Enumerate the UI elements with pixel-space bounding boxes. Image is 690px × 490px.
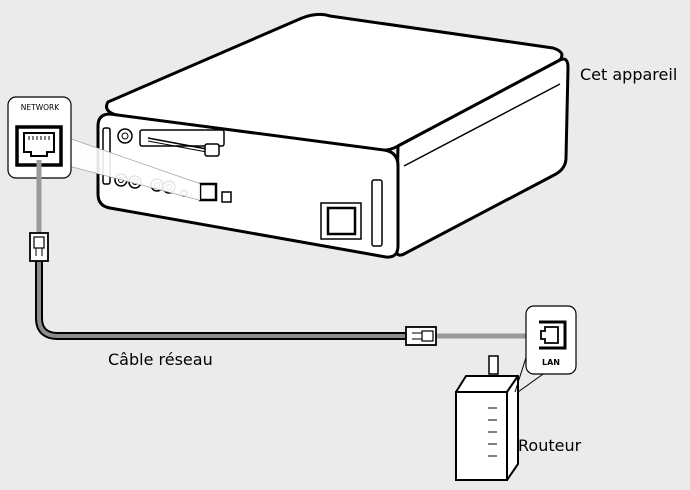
device-side-face [394, 57, 570, 257]
network-port-label: NETWORK [21, 103, 60, 112]
lan-socket-icon [539, 320, 567, 350]
rj45-plug-bottom-icon [405, 326, 437, 346]
front-square-button [320, 202, 362, 240]
front-slot-right [371, 179, 383, 247]
rj45-plug-top-icon [29, 232, 49, 262]
router [455, 355, 519, 481]
lan-port-label: LAN [542, 358, 560, 367]
network-cable [29, 160, 540, 346]
device-side-edge [403, 83, 561, 167]
router-vents [488, 407, 497, 457]
lan-callout: LAN [514, 305, 577, 393]
cable-label: Câble réseau [108, 350, 213, 369]
device-label: Cet appareil [580, 65, 677, 84]
device-unit [96, 12, 570, 259]
network-callout: NETWORK [7, 96, 201, 201]
router-antenna [488, 355, 499, 375]
device-small-port [221, 191, 232, 203]
antenna-connector [139, 129, 225, 157]
rj45-socket-icon [15, 125, 63, 167]
device-network-port [198, 182, 218, 202]
router-label: Routeur [518, 436, 582, 455]
